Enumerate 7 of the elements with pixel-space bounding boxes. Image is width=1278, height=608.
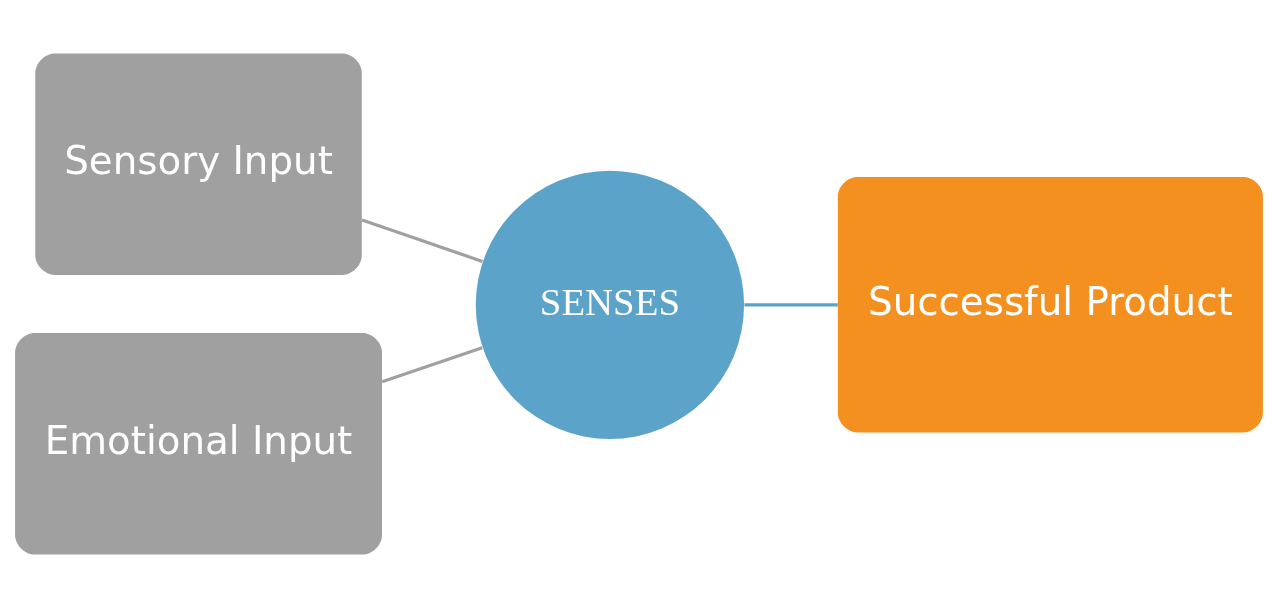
- node-box: Sensory Input: [35, 53, 362, 275]
- node-box: Emotional Input: [15, 333, 382, 555]
- connector: [744, 303, 838, 307]
- connector: [361, 218, 483, 263]
- connector: [381, 346, 483, 384]
- node-box: Successful Product: [837, 177, 1263, 433]
- node-circle: SENSES: [475, 170, 745, 439]
